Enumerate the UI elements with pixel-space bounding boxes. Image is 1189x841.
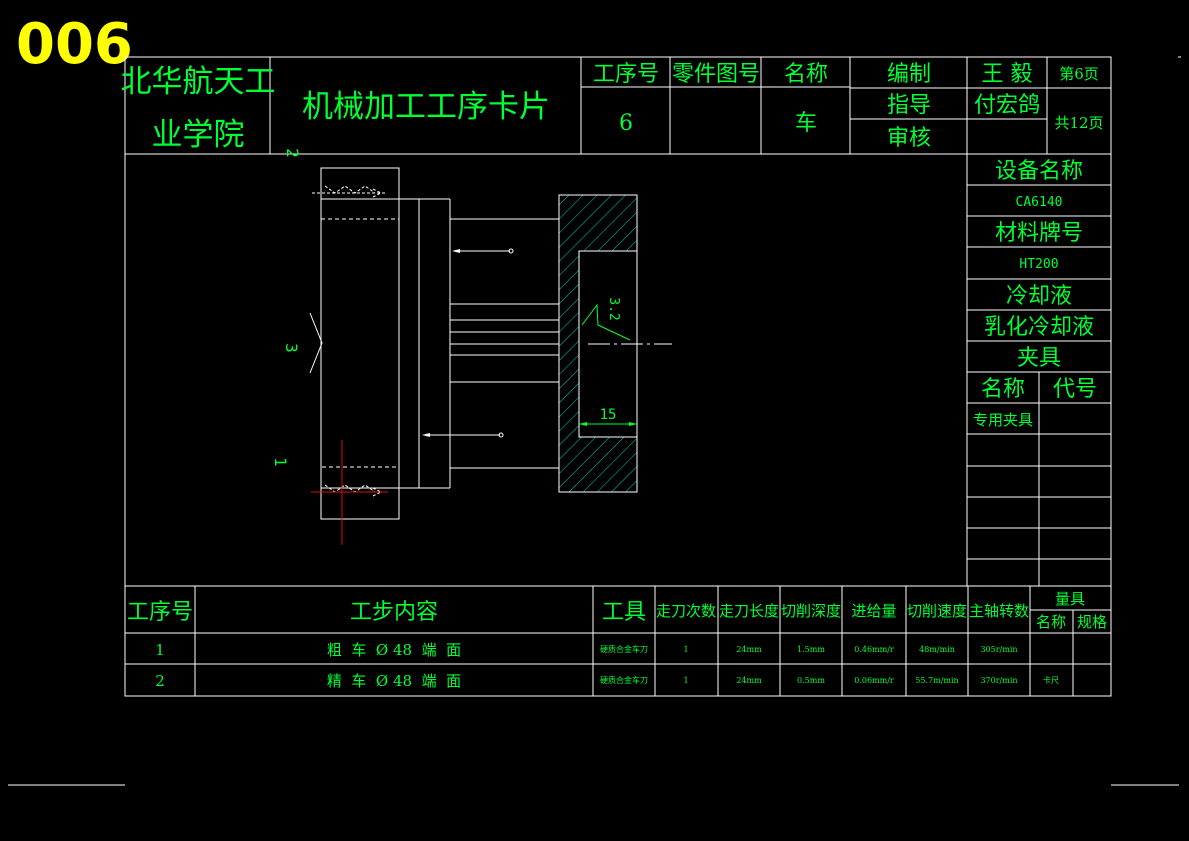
col-header-gauge-name: 名称 <box>1036 613 1066 631</box>
label-1: 1 <box>271 457 290 467</box>
row-content: 精 车 Ø 48 端 面 <box>327 672 461 690</box>
dimension-15: 15 <box>600 407 617 423</box>
row-tool: 硬质合金车刀 <box>600 675 648 685</box>
row-length: 24mm <box>736 676 762 685</box>
material-label: 材料牌号 <box>995 221 1083 246</box>
row-feed: 0.06mm/r <box>854 676 894 685</box>
col-header-speed: 切削速度 <box>907 602 967 620</box>
process-no-value: 6 <box>619 111 633 136</box>
table-row: 2 精 车 Ø 48 端 面 硬质合金车刀 1 24mm 0.5mm 0.06m… <box>155 672 1059 690</box>
col-header-no: 工序号 <box>127 600 193 625</box>
row-passes: 1 <box>683 645 688 654</box>
guide-label: 指导 <box>887 93 931 118</box>
fixture-code-label: 代号 <box>1053 377 1097 402</box>
row-gauge-name: 卡尺 <box>1043 675 1059 685</box>
col-header-length: 走刀长度 <box>719 602 779 620</box>
fixture-name-label: 名称 <box>981 377 1025 402</box>
side-panel-grid <box>967 184 1111 586</box>
fixture-label: 夹具 <box>1017 346 1061 371</box>
material-value: HT200 <box>1019 257 1058 272</box>
row-no: 1 <box>155 641 165 659</box>
row-feed: 0.46mm/r <box>854 645 894 654</box>
row-speed: 48m/min <box>919 645 955 654</box>
guide-value: 付宏鸽 <box>974 93 1040 118</box>
school-name-line1: 北华航天工 <box>121 64 276 100</box>
col-header-tool: 工具 <box>602 600 646 625</box>
fixture-name-value: 专用夹具 <box>973 411 1033 429</box>
total-pages: 共12页 <box>1054 114 1103 132</box>
part-drawing <box>309 167 672 545</box>
row-tool: 硬质合金车刀 <box>600 644 648 654</box>
row-depth: 0.5mm <box>797 676 825 685</box>
equipment-label: 设备名称 <box>995 159 1083 184</box>
col-header-depth: 切削深度 <box>781 602 841 620</box>
row-spindle: 305r/min <box>980 645 1017 654</box>
header-grid <box>125 57 1111 586</box>
roughness-value: 3.2 <box>606 297 621 320</box>
sheet-number: 006 <box>16 12 133 77</box>
col-header-passes: 走刀次数 <box>656 602 716 620</box>
row-depth: 1.5mm <box>797 645 825 654</box>
col-header-feed: 进给量 <box>851 602 896 620</box>
page-number: 第6页 <box>1059 65 1099 83</box>
coolant-label: 冷却液 <box>1006 284 1072 309</box>
row-passes: 1 <box>683 676 688 685</box>
col-header-gauge-spec: 规格 <box>1077 613 1107 631</box>
card-frame <box>124 56 1112 697</box>
row-no: 2 <box>155 672 165 690</box>
coolant-value: 乳化冷却液 <box>984 315 1094 340</box>
name-label: 名称 <box>784 62 828 87</box>
part-drawing-label: 零件图号 <box>672 62 760 87</box>
label-2: 2 <box>283 148 302 158</box>
compile-value: 王 毅 <box>982 62 1033 87</box>
col-header-content: 工步内容 <box>350 600 438 625</box>
name-value: 车 <box>795 111 817 136</box>
review-label: 审核 <box>887 126 931 151</box>
row-length: 24mm <box>736 645 762 654</box>
equipment-value: CA6140 <box>1016 195 1063 210</box>
compile-label: 编制 <box>887 62 931 87</box>
row-content: 粗 车 Ø 48 端 面 <box>327 641 461 659</box>
col-header-spindle: 主轴转数 <box>969 602 1029 620</box>
col-header-gauge: 量具 <box>1055 590 1085 608</box>
card-title: 机械加工工序卡片 <box>302 89 550 125</box>
row-spindle: 370r/min <box>980 676 1017 685</box>
school-name-line2: 业学院 <box>152 117 245 153</box>
process-no-label: 工序号 <box>593 62 659 87</box>
table-row: 1 粗 车 Ø 48 端 面 硬质合金车刀 1 24mm 1.5mm 0.46m… <box>155 641 1017 659</box>
label-3: 3 <box>282 343 301 353</box>
steps-table-grid <box>125 585 1111 696</box>
row-speed: 55.7m/min <box>915 676 958 685</box>
